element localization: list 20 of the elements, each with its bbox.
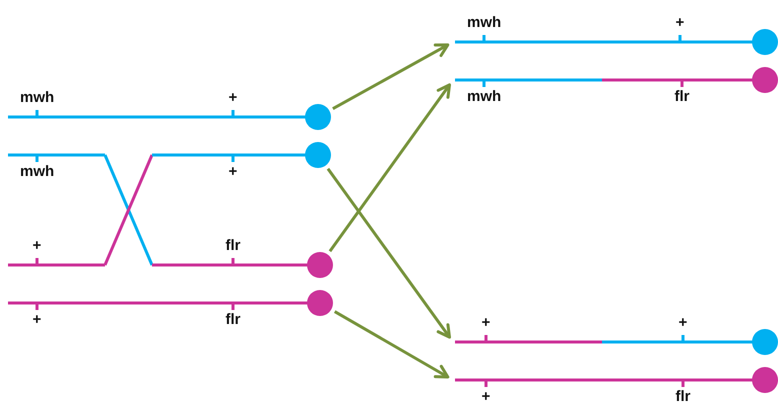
marker-label: + (32, 238, 42, 254)
marker-label: + (676, 15, 684, 31)
marker-label: flr (226, 238, 240, 254)
marker-label: + (228, 90, 238, 106)
marker-label: flr (674, 89, 690, 105)
arrow (326, 168, 451, 339)
arrow (334, 310, 450, 378)
marker-label: + (482, 315, 490, 331)
marker-label: mwh (467, 15, 502, 31)
marker-label: mwh (20, 90, 54, 106)
marker-label: mwh (20, 164, 54, 180)
arrow (328, 83, 451, 252)
marker-label: + (228, 164, 238, 180)
marker-label: flr (226, 312, 240, 328)
marker-label: + (32, 312, 42, 328)
arrow (332, 43, 450, 110)
marker-label: flr (676, 389, 690, 405)
marker-label: + (482, 389, 490, 405)
marker-label: + (678, 315, 688, 331)
marker-label: mwh (467, 89, 502, 105)
